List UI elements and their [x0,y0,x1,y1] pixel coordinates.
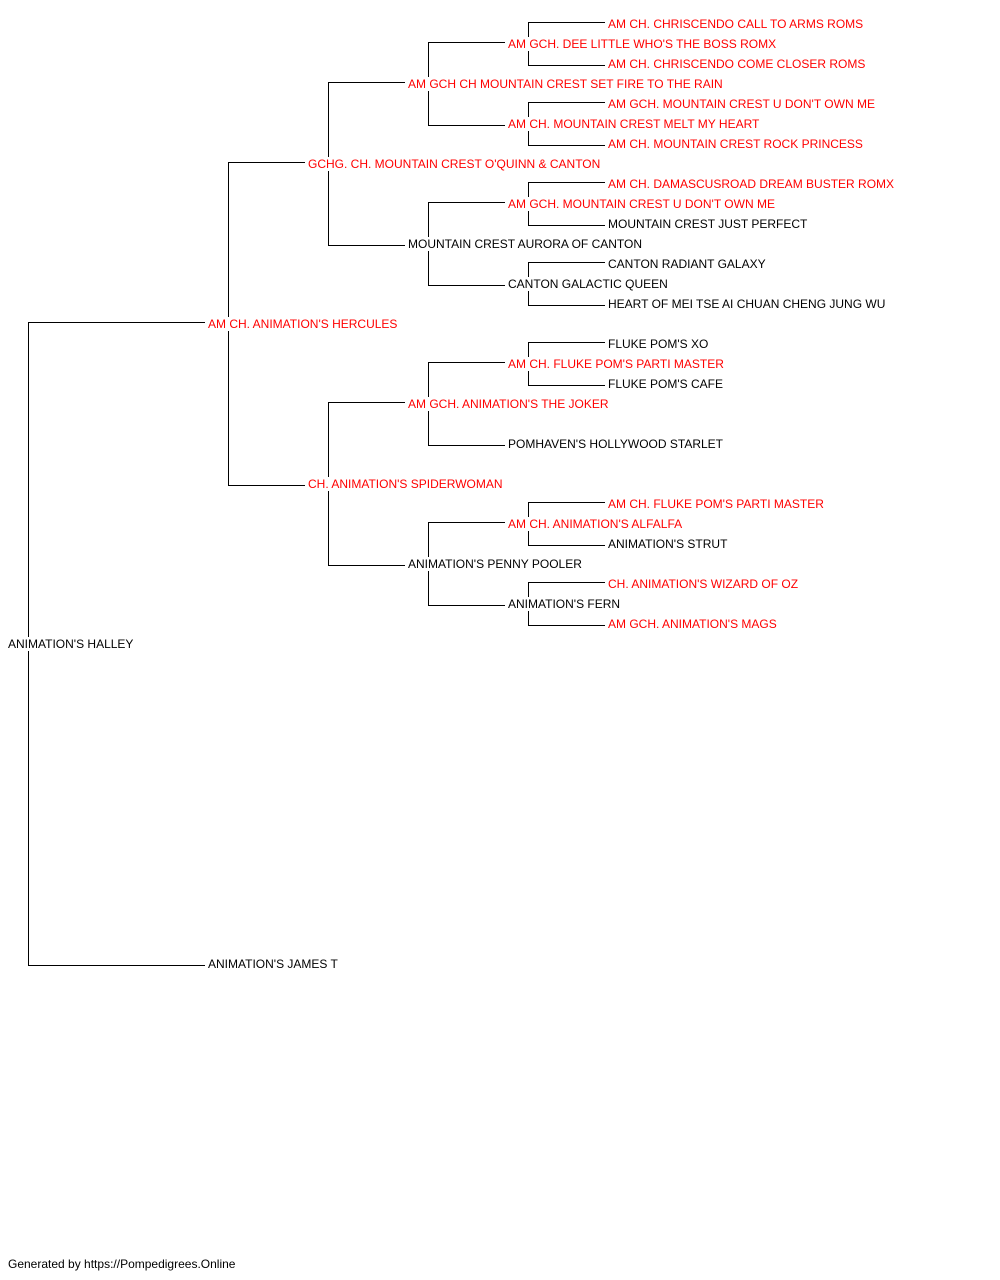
gen5-ssdsd: MOUNTAIN CREST JUST PERFECT [607,217,809,231]
gen4-sdds: AM CH. ANIMATION'S ALFALFA [507,517,684,531]
gen4-ssds: AM GCH. MOUNTAIN CREST U DON'T OWN ME [507,197,776,211]
generator-credit: Generated by https://Pompedigrees.Online [8,1257,236,1271]
gen4-sdsd: POMHAVEN'S HOLLYWOOD STARLET [507,437,724,451]
gen4-ssss: AM GCH. DEE LITTLE WHO'S THE BOSS ROMX [507,37,778,51]
gen4-sddd: ANIMATION'S FERN [507,597,622,611]
sire-sire-dam: MOUNTAIN CREST AURORA OF CANTON [407,237,644,251]
gen5-sssds: AM GCH. MOUNTAIN CREST U DON'T OWN ME [607,97,876,111]
gen5-sddss: AM CH. FLUKE POM'S PARTI MASTER [607,497,825,511]
gen5-ssddd: HEART OF MEI TSE AI CHUAN CHENG JUNG WU [607,297,887,311]
gen5-ssdds: CANTON RADIANT GALAXY [607,257,767,271]
gen5-sdssd: FLUKE POM'S CAFE [607,377,724,391]
gen5-sssdd: AM CH. MOUNTAIN CREST ROCK PRINCESS [607,137,864,151]
sire-sire-sire: AM GCH CH MOUNTAIN CREST SET FIRE TO THE… [407,77,724,91]
gen5-sdsss: FLUKE POM'S XO [607,337,710,351]
sire-dam: CH. ANIMATION'S SPIDERWOMAN [307,477,504,491]
subject-dog: ANIMATION'S HALLEY [7,637,135,651]
gen4-sssd: AM CH. MOUNTAIN CREST MELT MY HEART [507,117,761,131]
dam: ANIMATION'S JAMES T [207,957,339,971]
sire: AM CH. ANIMATION'S HERCULES [207,317,399,331]
gen5-sssss: AM CH. CHRISCENDO CALL TO ARMS ROMS [607,17,865,31]
gen4-sdss: AM CH. FLUKE POM'S PARTI MASTER [507,357,725,371]
sire-dam-sire: AM GCH. ANIMATION'S THE JOKER [407,397,610,411]
gen5-sddds: CH. ANIMATION'S WIZARD OF OZ [607,577,800,591]
gen5-ssssd: AM CH. CHRISCENDO COME CLOSER ROMS [607,57,867,71]
gen5-ssdss: AM CH. DAMASCUSROAD DREAM BUSTER ROMX [607,177,896,191]
gen4-ssdd: CANTON GALACTIC QUEEN [507,277,669,291]
sire-sire: GCHG. CH. MOUNTAIN CREST O'QUINN & CANTO… [307,157,602,171]
gen5-sdddd: AM GCH. ANIMATION'S MAGS [607,617,778,631]
sire-dam-dam: ANIMATION'S PENNY POOLER [407,557,583,571]
gen5-sddsd: ANIMATION'S STRUT [607,537,729,551]
